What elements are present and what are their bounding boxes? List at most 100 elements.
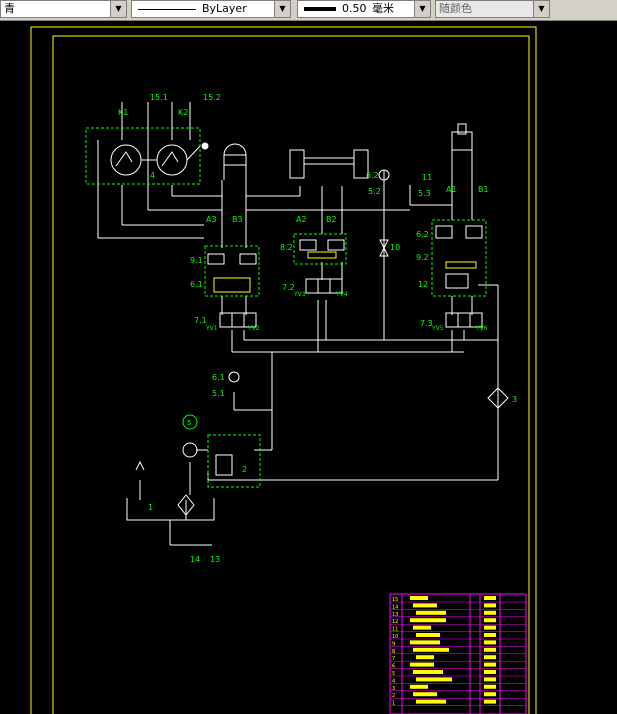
label-10: 10 [390, 243, 400, 252]
bom-row-material [484, 647, 496, 652]
label-15-1: 15.1 [150, 93, 168, 102]
bom-row-material [484, 662, 496, 667]
bom-row-name [410, 662, 434, 667]
label-5-1: 5.1 [212, 389, 225, 398]
bom-row-material [484, 618, 496, 623]
bom-row-name [416, 610, 446, 615]
label-7-1: 7.1 [194, 316, 207, 325]
lineweight-combo-value: 0.50 [342, 2, 367, 15]
bom-row-number: 15 [392, 597, 398, 603]
color-combo-value: 青 [4, 2, 15, 15]
chevron-down-icon[interactable]: ▼ [274, 1, 290, 17]
label-3: 3 [512, 395, 517, 404]
bom-row-material [484, 677, 496, 682]
bom-row-name [410, 640, 440, 645]
bom-row-number: 13 [392, 612, 398, 618]
chevron-down-icon: ▼ [533, 1, 549, 17]
bom-row-name [413, 647, 449, 652]
pump-motor-group [110, 142, 209, 176]
bom-row-material [484, 603, 496, 608]
label-9-1: 9.1 [190, 256, 203, 265]
bom-row-material [484, 655, 496, 660]
plotstyle-combo: 随颜色 ▼ [435, 0, 550, 18]
bom-row-number: 10 [392, 634, 398, 640]
label-a2: A2 [296, 215, 307, 224]
chevron-down-icon[interactable]: ▼ [414, 1, 430, 17]
bom-row-number: 1 [392, 701, 395, 707]
label-5-3: 5.3 [418, 189, 431, 198]
label-yv4: YV4 [335, 291, 348, 298]
bom-row-number: 2 [392, 693, 395, 699]
bom-row-number: 12 [392, 619, 398, 625]
bom-row-name [416, 699, 446, 704]
label-6-2-right: 6.2 [416, 230, 429, 239]
label-b2: B2 [326, 215, 337, 224]
label-4: 4 [150, 171, 155, 180]
bom-row-material [484, 699, 496, 704]
bom-row-name [416, 677, 452, 682]
bom-row-name [413, 670, 443, 674]
lineweight-combo[interactable]: 0.50 毫米 ▼ [297, 0, 431, 18]
bom-row-material [484, 633, 496, 637]
bom-row-number: 5 [392, 671, 395, 677]
drawing-canvas[interactable]: K1 K2 15.1 15.2 4 A3 B3 A2 B2 A1 B1 9.1 … [0, 20, 617, 714]
bom-row-material [484, 640, 496, 645]
linetype-preview [138, 9, 196, 10]
bom-row-number: 6 [392, 664, 395, 670]
color-combo[interactable]: 青 ▼ [0, 0, 127, 18]
bom-row-name [410, 618, 446, 623]
label-6-2-gauge: 6.2 [366, 171, 379, 180]
label-1: 1 [148, 503, 153, 512]
label-yv6: YV6 [475, 325, 488, 332]
label-11: 11 [422, 173, 432, 182]
bom-row-material [484, 670, 496, 674]
bom-row-name [413, 625, 431, 630]
label-14: 14 [190, 555, 200, 564]
properties-toolbar: 青 ▼ ByLayer ▼ 0.50 毫米 ▼ 随颜色 ▼ [0, 0, 617, 21]
label-7-2: 7.2 [282, 283, 295, 292]
bom-row-material [484, 610, 496, 615]
label-yv3: YV3 [293, 291, 306, 298]
bom-row-number: 9 [392, 641, 395, 647]
lineweight-preview [304, 7, 336, 11]
label-yv2: YV2 [247, 325, 260, 332]
label-13: 13 [210, 555, 220, 564]
bom-row-number: 3 [392, 686, 395, 692]
bom-row-material [484, 596, 496, 600]
bom-row-name [413, 603, 437, 608]
linetype-combo-value: ByLayer [202, 2, 247, 15]
bom-row-number: 14 [392, 604, 398, 610]
label-15-2: 15.2 [203, 93, 221, 102]
component-boundaries [85, 127, 487, 488]
bom-row-number: 7 [392, 656, 395, 662]
label-6-1-gauge: 6.1 [212, 373, 225, 382]
label-k1: K1 [118, 108, 128, 117]
bom-row-material [484, 625, 496, 630]
bom-row-name [410, 596, 428, 600]
linetype-combo[interactable]: ByLayer ▼ [131, 0, 291, 18]
bom-row-name [416, 655, 434, 660]
label-7-3: 7.3 [420, 319, 433, 328]
chevron-down-icon[interactable]: ▼ [110, 1, 126, 17]
drawing-frame [30, 26, 537, 714]
label-b1: B1 [478, 185, 489, 194]
valve-blocks [135, 169, 509, 516]
lineweight-combo-unit: 毫米 [372, 2, 394, 15]
label-6-1: 6.1 [190, 280, 203, 289]
label-2: 2 [242, 465, 247, 474]
label-9-2: 9.2 [416, 253, 429, 262]
hydraulic-motor [223, 143, 247, 166]
bom-row-material [484, 692, 496, 697]
label-a3: A3 [206, 215, 217, 224]
label-12: 12 [418, 280, 428, 289]
bom-row-number: 8 [392, 649, 395, 655]
label-5: 5 [187, 419, 191, 427]
label-a1: A1 [446, 185, 457, 194]
cylinders [289, 123, 473, 179]
plotstyle-combo-value: 随颜色 [439, 2, 472, 15]
bom-row-number: 11 [392, 627, 398, 633]
bom-row-name [410, 684, 428, 689]
bom-row-material [484, 684, 496, 689]
label-yv1: YV1 [205, 325, 218, 332]
